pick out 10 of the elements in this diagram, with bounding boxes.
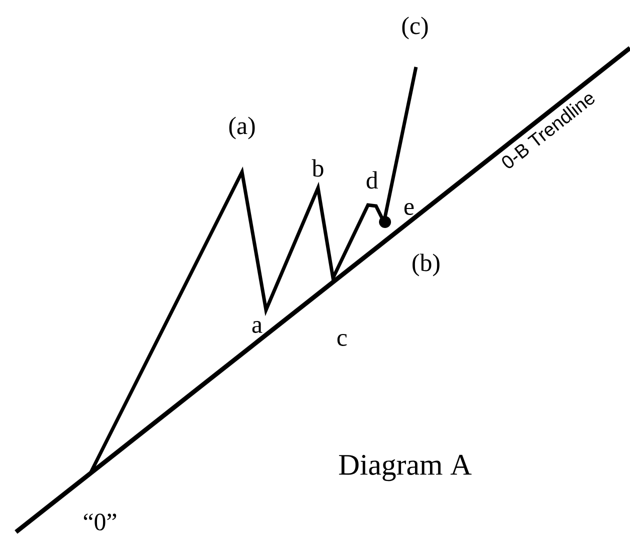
wave-label: (a) [229, 116, 255, 140]
wave-label: e [404, 203, 414, 215]
caption: Diagram A [339, 454, 472, 482]
wave-label: d [366, 171, 378, 189]
wave-label: a [252, 321, 262, 333]
wave-label: “0” [84, 514, 116, 530]
wave-label: c [337, 334, 347, 346]
wave-label: (b) [412, 254, 440, 276]
wave-label: (c) [402, 16, 428, 40]
wave-label: b [312, 159, 324, 177]
